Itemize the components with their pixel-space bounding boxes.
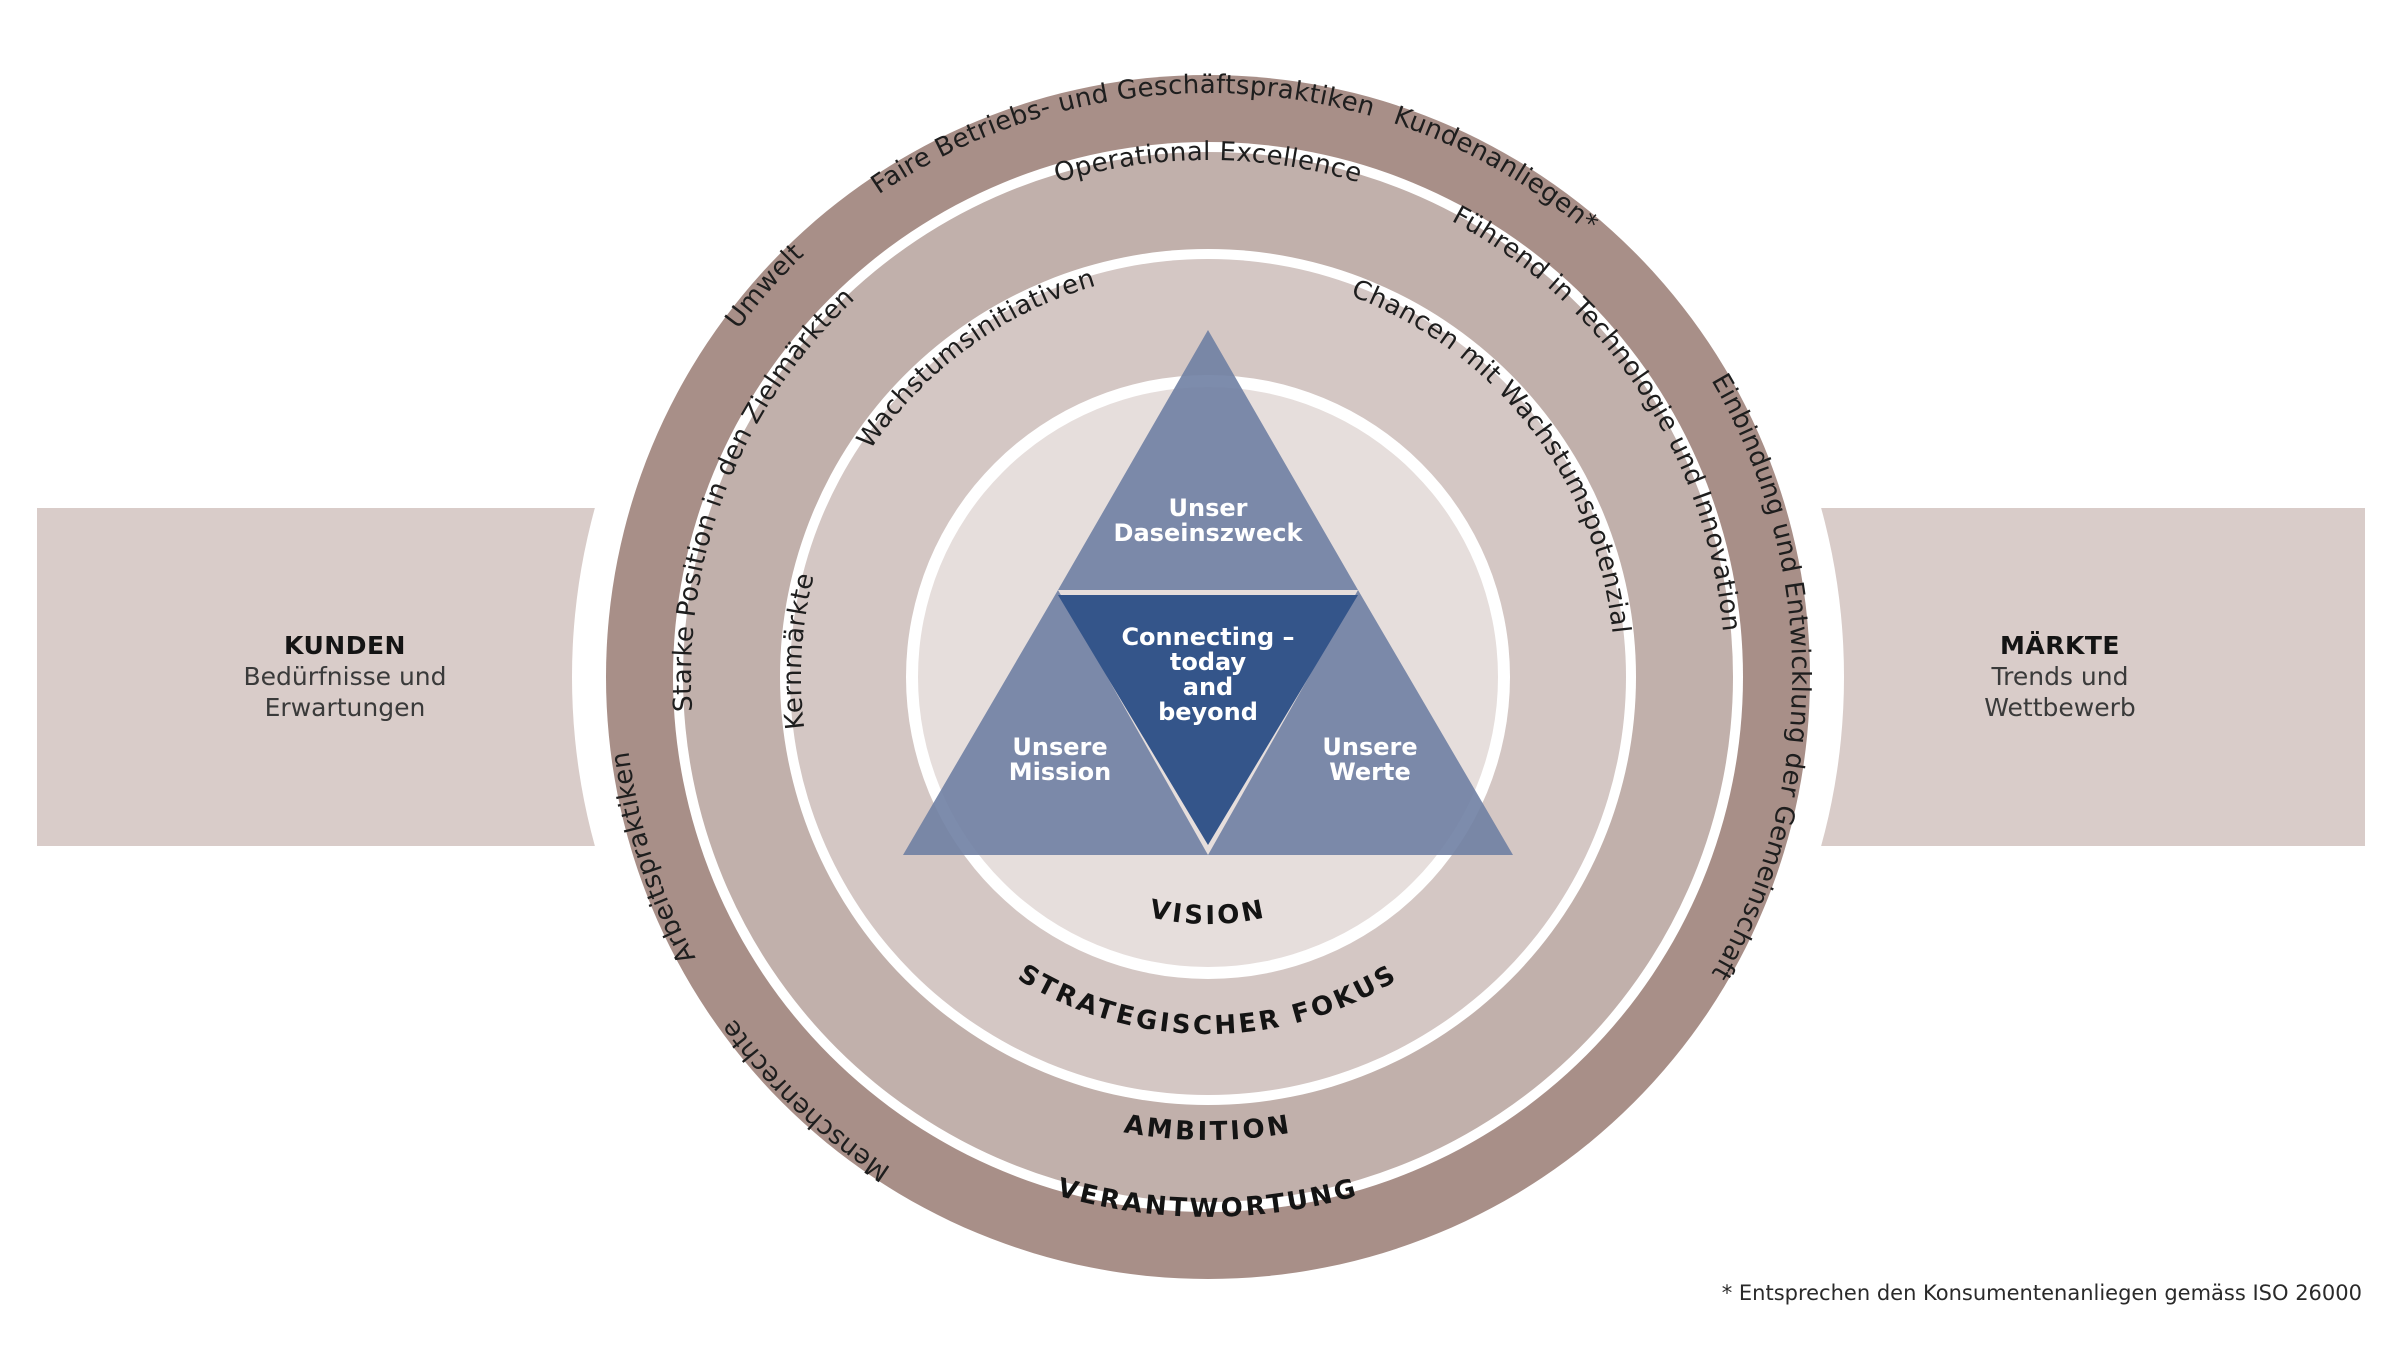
kunden-panel-bg (37, 508, 597, 846)
triangle-center-line3: and (1183, 673, 1233, 701)
triangle-center-line4: beyond (1158, 698, 1258, 726)
triangle-center-line1: Connecting – (1121, 623, 1294, 651)
maerkte-title: MÄRKTE (2000, 630, 2120, 660)
kunden-line1: Bedürfnisse und (243, 662, 446, 691)
triangle-top-line1: Unser (1169, 494, 1248, 522)
kunden-line2: Erwartungen (265, 693, 426, 722)
maerkte-panel: MÄRKTE Trends und Wettbewerb (1805, 508, 2365, 846)
maerkte-line1: Trends und (1991, 662, 2129, 691)
triangle-left (903, 590, 1208, 855)
triangle-right-line1: Unsere (1322, 733, 1417, 761)
triangle-center-line2: today (1170, 648, 1247, 676)
maerkte-panel-bg (1805, 508, 2365, 846)
kunden-title: KUNDEN (284, 631, 406, 660)
triangle-right (1208, 590, 1513, 855)
triangle-diagram: Unser Daseinszweck Connecting – today an… (903, 330, 1513, 855)
triangle-left-line1: Unsere (1012, 733, 1107, 761)
triangle-left-line2: Mission (1009, 758, 1111, 786)
triangle-top-line2: Daseinszweck (1114, 519, 1304, 547)
triangle-center (1058, 595, 1358, 845)
footnote: * Entsprechen den Konsumentenanliegen ge… (1722, 1281, 2362, 1305)
maerkte-line2: Wettbewerb (1984, 693, 2135, 722)
triangle-top (1058, 330, 1358, 590)
kunden-panel: KUNDEN Bedürfnisse und Erwartungen (37, 508, 597, 846)
triangle-right-line2: Werte (1329, 758, 1410, 786)
